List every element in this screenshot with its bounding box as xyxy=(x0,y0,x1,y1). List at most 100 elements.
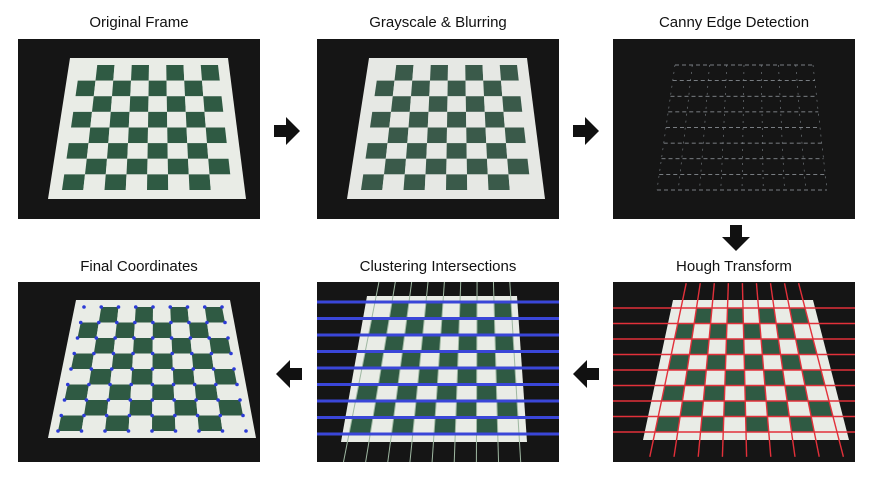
board-square xyxy=(476,302,495,319)
board-square xyxy=(456,384,477,401)
corner-point xyxy=(82,413,86,418)
hough-line xyxy=(783,283,820,457)
board-square xyxy=(726,308,744,324)
board-square xyxy=(447,80,466,97)
panel-clustering xyxy=(317,282,559,462)
board-square xyxy=(476,417,498,434)
corner-point xyxy=(94,336,99,340)
board-square xyxy=(358,368,382,385)
corner-point xyxy=(173,429,178,433)
board-square xyxy=(86,143,109,159)
board-square xyxy=(85,158,107,175)
corner-point xyxy=(241,413,245,418)
board-square xyxy=(128,415,153,431)
board-square xyxy=(466,158,488,175)
board-square xyxy=(395,384,418,401)
corner-point xyxy=(59,413,64,418)
board-square xyxy=(804,385,829,401)
hough-line xyxy=(649,283,687,457)
board-square xyxy=(194,384,219,400)
board-square xyxy=(172,353,194,369)
board-square xyxy=(687,354,708,370)
board-square xyxy=(109,111,130,128)
hough-line xyxy=(769,283,796,457)
hough-line xyxy=(721,283,730,457)
board-square xyxy=(426,143,447,159)
board-square xyxy=(476,384,497,401)
board-square xyxy=(104,174,127,190)
board-square xyxy=(148,111,168,128)
hough-line xyxy=(697,283,715,457)
corner-point xyxy=(202,305,207,309)
board-square xyxy=(113,65,132,81)
board-square xyxy=(128,111,149,128)
board-square xyxy=(689,339,710,355)
board-square xyxy=(361,174,384,190)
corner-point xyxy=(62,398,67,402)
corner-point xyxy=(72,351,77,356)
corner-point xyxy=(113,336,117,340)
corner-point xyxy=(128,398,133,402)
board-square xyxy=(111,353,134,369)
board-square xyxy=(789,416,815,432)
board-square xyxy=(682,385,705,401)
board-square xyxy=(743,339,763,355)
panel-original xyxy=(18,39,260,219)
board-square xyxy=(107,143,128,159)
board-square xyxy=(110,96,131,112)
board-square xyxy=(694,308,712,324)
board-square xyxy=(187,307,207,323)
board-square xyxy=(148,80,167,97)
corner-point xyxy=(150,367,155,371)
board-square xyxy=(496,384,517,401)
board-square xyxy=(494,318,513,335)
corner-point xyxy=(190,351,194,356)
board-square xyxy=(677,416,702,432)
board-square xyxy=(64,384,89,400)
corner-point xyxy=(75,336,80,340)
board-square xyxy=(148,96,167,112)
board-square xyxy=(368,318,390,335)
board-square xyxy=(465,96,485,112)
board-square xyxy=(152,338,173,354)
board-square xyxy=(726,323,744,339)
edge-line xyxy=(656,64,676,191)
board-square xyxy=(96,322,117,338)
board-square xyxy=(503,111,524,128)
board-square xyxy=(206,322,228,338)
board-square xyxy=(191,353,214,369)
board-square xyxy=(349,417,373,434)
corner-point xyxy=(197,429,201,433)
board-square xyxy=(126,158,148,175)
board-square xyxy=(677,308,697,324)
board-square xyxy=(148,65,167,81)
final-board xyxy=(48,300,256,438)
board-square xyxy=(671,339,692,355)
corner-point xyxy=(82,305,86,309)
board-square xyxy=(723,416,746,432)
board-square xyxy=(447,111,467,128)
board-square xyxy=(766,401,790,417)
corner-point xyxy=(211,367,216,371)
corner-point xyxy=(108,382,112,387)
board-square xyxy=(436,384,458,401)
corner-point xyxy=(131,351,135,356)
board-square xyxy=(762,354,783,370)
board-square xyxy=(74,338,97,354)
corner-point xyxy=(226,336,230,340)
board-square xyxy=(455,401,477,418)
board-square xyxy=(372,96,393,112)
board-square xyxy=(83,174,106,190)
corner-point xyxy=(111,351,116,356)
board-square xyxy=(170,322,191,338)
board-square xyxy=(782,370,805,386)
board-square xyxy=(744,370,765,386)
board-square xyxy=(691,323,711,339)
board-square xyxy=(411,80,430,97)
board-square xyxy=(501,80,521,97)
board-square xyxy=(723,401,746,417)
board-square xyxy=(506,143,528,159)
corner-point xyxy=(171,382,176,387)
board-square xyxy=(485,127,506,144)
board-square xyxy=(147,127,168,144)
